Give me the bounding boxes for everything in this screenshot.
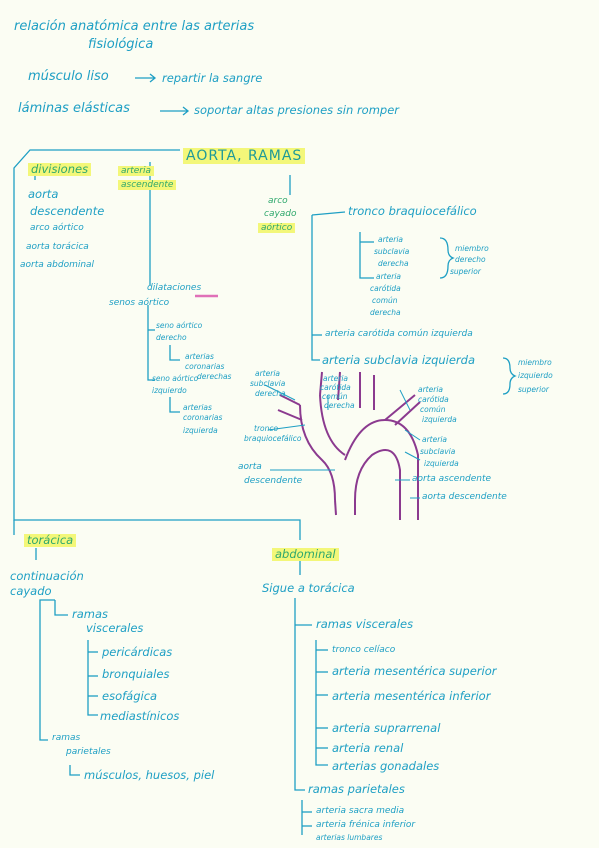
ascendente-heading-2: ascendente bbox=[118, 180, 177, 191]
divisiones-item: arco aórtico bbox=[30, 223, 84, 233]
muscle-label: músculo liso bbox=[28, 69, 109, 84]
diag-carotida-izq-3: común bbox=[420, 405, 446, 414]
abdominal-item: arterias gonadales bbox=[332, 759, 440, 773]
toracica-parietales-1: ramas bbox=[52, 733, 81, 743]
toracica-parietales-2: parietales bbox=[66, 747, 111, 757]
diag-aorta-desc-2: descendente bbox=[244, 476, 303, 486]
carotida-der-1: arteria bbox=[376, 272, 401, 281]
elastic-label: láminas elásticas bbox=[18, 101, 130, 116]
toracica-item: esofágica bbox=[102, 689, 158, 703]
diag-aorta-desc-1: aorta bbox=[238, 462, 262, 472]
diag-tronco-1: tronco bbox=[254, 424, 279, 433]
brace-label-1: miembro bbox=[455, 244, 489, 253]
carotida-der-3: común bbox=[372, 296, 398, 305]
diag-carotida-der-4: derecha bbox=[324, 401, 355, 410]
continuacion-1: continuación bbox=[10, 569, 84, 583]
abdominal-sigue: Sigue a torácica bbox=[262, 581, 355, 595]
diag-carotida-der-3: común bbox=[322, 392, 348, 401]
subclavia-der-2: subclavia bbox=[374, 247, 410, 256]
seno-derecho-2: derecho bbox=[156, 333, 187, 342]
arco-heading-3: aórtico bbox=[258, 223, 296, 234]
diag-tronco-2: braquiocefálico bbox=[244, 434, 302, 443]
diag-subclavia-der-1: arteria bbox=[255, 369, 280, 378]
arco-heading-1: arco bbox=[268, 196, 288, 206]
subclavia-der-3: derecha bbox=[378, 259, 409, 268]
brace-label-3: superior bbox=[450, 267, 481, 276]
abdominal-parietal-item: arterias lumbares bbox=[316, 833, 383, 842]
seno-izquierdo-2: izquierdo bbox=[152, 386, 187, 395]
toracica-heading: torácica bbox=[24, 533, 77, 548]
diag-carotida-der-1: arteria bbox=[323, 374, 348, 383]
divisiones-heading: divisiones bbox=[28, 162, 92, 177]
main-title: AORTA, RAMAS bbox=[183, 148, 306, 165]
abdominal-item: tronco celíaco bbox=[332, 645, 396, 655]
diag-subclavia-der-3: derecha bbox=[255, 389, 286, 398]
muscle-desc: repartir la sangre bbox=[162, 71, 263, 85]
abdominal-item: arteria suprarrenal bbox=[332, 721, 441, 735]
abdominal-parietal-item: arteria sacra media bbox=[316, 806, 405, 816]
brace2-label-3: superior bbox=[518, 385, 549, 394]
toracica-viscerales-2: viscerales bbox=[86, 621, 144, 635]
coronaria-der-1: arterias bbox=[185, 352, 214, 361]
divisiones-item: aorta abdominal bbox=[20, 260, 95, 270]
brace2-label-2: izquierdo bbox=[518, 371, 553, 380]
ascendente-heading-1: arteria bbox=[118, 166, 154, 177]
diag-ascendente: aorta ascendente bbox=[412, 474, 492, 484]
arco-heading-2: cayado bbox=[264, 209, 297, 219]
toracica-item: pericárdicas bbox=[102, 645, 173, 659]
abdominal-item: arteria mesentérica superior bbox=[332, 664, 497, 678]
carotida-izq-label: arteria carótida común izquierda bbox=[325, 329, 473, 339]
seno-izquierdo-1: seno aórtico bbox=[152, 374, 199, 383]
diag-subclavia-izq-3: izquierda bbox=[424, 459, 459, 468]
diag-carotida-izq-4: izquierda bbox=[422, 415, 457, 424]
divisiones-item: aorta bbox=[28, 187, 59, 201]
abdominal-heading: abdominal bbox=[272, 547, 339, 562]
toracica-item: bronquiales bbox=[102, 667, 170, 681]
brace-label-2: derecho bbox=[455, 255, 486, 264]
dilataciones-label: dilataciones bbox=[147, 283, 202, 293]
diag-subclavia-izq-2: subclavia bbox=[420, 447, 456, 456]
coronaria-izq-1: arterias bbox=[183, 403, 212, 412]
diag-carotida-der-2: carótida bbox=[320, 383, 351, 392]
toracica-item: mediastínicos bbox=[100, 709, 180, 723]
subclavia-izq-label: arteria subclavia izquierda bbox=[322, 353, 475, 367]
divisiones-item: aorta torácica bbox=[26, 242, 89, 252]
diag-subclavia-izq-1: arteria bbox=[422, 435, 447, 444]
diag-subclavia-der-2: subclavia bbox=[250, 379, 286, 388]
abdominal-item: arteria mesentérica inferior bbox=[332, 689, 491, 703]
toracica-viscerales-1: ramas bbox=[72, 607, 109, 621]
subclavia-der-1: arteria bbox=[378, 235, 403, 244]
carotida-der-4: derecha bbox=[370, 308, 401, 317]
header-line1: relación anatómica entre las arterias bbox=[14, 19, 255, 34]
abdominal-viscerales: ramas viscerales bbox=[316, 617, 414, 631]
coronaria-izq-2: coronarias bbox=[183, 413, 223, 422]
brace2-label-1: miembro bbox=[518, 358, 552, 367]
abdominal-parietales: ramas parietales bbox=[308, 782, 405, 796]
seno-derecho-1: seno aórtico bbox=[156, 321, 203, 330]
tronco-label: tronco braquiocefálico bbox=[348, 204, 477, 218]
abdominal-item: arteria renal bbox=[332, 741, 404, 755]
header-line2: fisiológica bbox=[88, 37, 154, 52]
diag-carotida-izq-1: arteria bbox=[418, 385, 443, 394]
coronaria-izq-3: izquierda bbox=[183, 426, 218, 435]
abdominal-parietal-item: arteria frénica inferior bbox=[316, 820, 416, 830]
coronaria-der-3: derechas bbox=[197, 372, 232, 381]
diag-descendente: aorta descendente bbox=[422, 492, 507, 502]
coronaria-der-2: coronarias bbox=[185, 362, 225, 371]
elastic-desc: soportar altas presiones sin romper bbox=[194, 103, 400, 117]
divisiones-item: descendente bbox=[30, 204, 105, 218]
continuacion-2: cayado bbox=[10, 584, 52, 598]
diag-carotida-izq-2: carótida bbox=[418, 395, 449, 404]
senos-label: senos aórtico bbox=[109, 298, 170, 308]
carotida-der-2: carótida bbox=[370, 284, 401, 293]
toracica-parietal-items: músculos, huesos, piel bbox=[84, 768, 215, 782]
